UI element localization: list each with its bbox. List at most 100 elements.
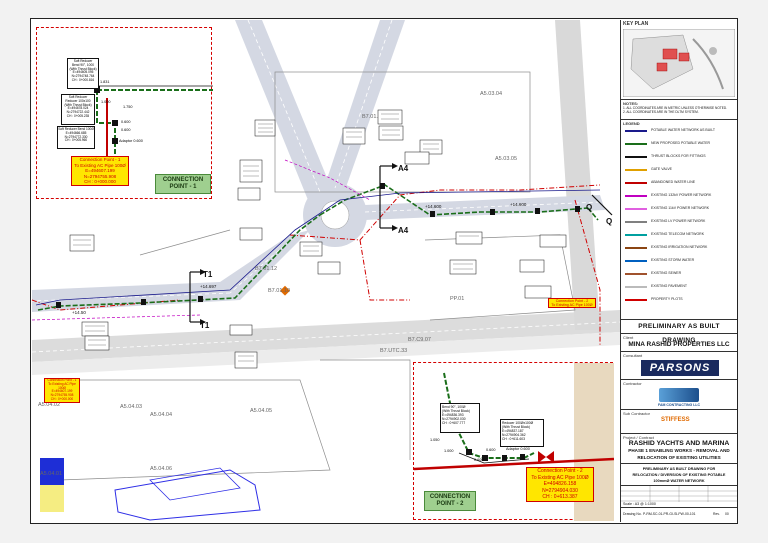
legend-swatch xyxy=(625,273,647,275)
plot-label: A5.04.06 xyxy=(150,466,172,472)
dimension-label: 1.750 xyxy=(123,105,133,109)
legend-swatch xyxy=(625,299,647,301)
connection-point-2-callout: Connection Point - 2 To Existing AC Pipe… xyxy=(548,298,596,309)
legend-item: EXISTING TELECOM NETWORK xyxy=(623,232,735,238)
legend-item: THRUST BLOCKS FOR FITTINGS xyxy=(623,154,735,160)
legend-label: GATE VALVE xyxy=(651,167,673,171)
section-a4-top: A4 xyxy=(398,164,409,173)
drawing-number-block: Drawing No. P-RM-SC-01-PR-GI-SI-PW-00-10… xyxy=(623,512,729,516)
section-q-bottom: Q xyxy=(606,217,612,226)
plot-label: A5.03.05 xyxy=(495,156,517,162)
legend-swatch xyxy=(625,156,647,158)
legend-item: EXISTING PAVEMENT xyxy=(623,284,735,290)
section-a4-bottom: A4 xyxy=(398,226,409,235)
chainage-label: +14.600 xyxy=(510,202,527,207)
legend-item: ABANDONED WATER LINE xyxy=(623,180,735,186)
legend-item: EXISTING 11kV POWER NETWORK xyxy=(623,206,735,212)
legend-swatch xyxy=(625,195,647,197)
plot-label: B7.01.12 xyxy=(255,266,277,272)
legend-item: GATE VALVE xyxy=(623,167,735,173)
plot-label: B7.UTC.33 xyxy=(380,348,407,354)
chainage-label: +14.697 xyxy=(200,284,217,289)
plot-label: A5.04.01 xyxy=(40,471,62,477)
dimension-label: 0.600 xyxy=(486,448,496,452)
connection-point-1-coords: Connection Point - 1 To Existing AC Pipe… xyxy=(71,156,129,186)
plot-label: A5.04.02 xyxy=(38,402,60,408)
consultant-block: Consultant PARSONS xyxy=(621,352,737,380)
legend-swatch xyxy=(625,143,647,145)
dimension-label: 1.000 xyxy=(101,100,111,104)
connection-point-2-inset: Bend 90°, 100Ø(With Thrust Block)E=49483… xyxy=(413,362,614,521)
dimension-label: 0.600 xyxy=(474,458,484,462)
note-item: 2. ALL COORDINATES ARE IN THE DLTM SYSTE… xyxy=(623,110,699,115)
plot-label: B7.01.13 xyxy=(362,114,384,120)
connection-point-1-callout: Connection Point - 1 To Existing AC Pipe… xyxy=(44,378,80,403)
legend-swatch xyxy=(625,234,647,236)
legend-swatch xyxy=(625,208,647,210)
legend-label: EXISTING 132kV POWER NETWORK xyxy=(651,193,712,197)
dimension-label: Adaptor 0.600 xyxy=(119,139,143,143)
connection-point-2-coords: Connection Point - 2 To Existing AC Pipe… xyxy=(526,467,594,502)
legend-item: PROPERTY PLOTS xyxy=(623,297,735,303)
dimension-label: 1.000 xyxy=(444,449,454,453)
legend-label: EXISTING IRRIGATION NETWORK xyxy=(651,245,708,249)
title-text-block: PRELIMINARY AS BUILT DRAWING FOR RELOCAT… xyxy=(621,464,737,486)
subcontractor-block: Sub Contractor STIFFESS xyxy=(621,410,737,434)
parsons-logo: PARSONS xyxy=(641,360,719,376)
project-block: Project / Contract RASHID YACHTS AND MAR… xyxy=(621,434,737,464)
dimension-label: 0.600 xyxy=(121,128,131,132)
key-plan: KEY PLAN xyxy=(621,20,737,100)
legend-swatch xyxy=(625,260,647,262)
section-t1-bottom: T1 xyxy=(200,321,210,330)
legend-swatch xyxy=(625,286,647,288)
note-item: 1. ALL COORDINATES ARE IN METRIC UNLESS … xyxy=(623,106,728,110)
legend-label: EXISTING SEWER xyxy=(651,271,682,275)
dimension-label: Adaptor 0.600 xyxy=(506,447,530,451)
legend-item: EXISTING LV POWER NETWORK xyxy=(623,219,735,225)
legend-item: POTABLE WATER NETWORK AS BUILT xyxy=(623,128,735,134)
legend-label: EXISTING 11kV POWER NETWORK xyxy=(651,206,710,210)
legend-swatch xyxy=(625,221,647,223)
legend-label: ABANDONED WATER LINE xyxy=(651,180,696,184)
legend-item: EXISTING STORM WATER xyxy=(623,258,735,264)
signature-grid: Scale : A3 @ 1:1000 xyxy=(621,486,737,508)
legend-swatch xyxy=(625,130,647,132)
plot-label: A5.03.04 xyxy=(480,91,502,97)
title-block: KEY PLAN NOTES: 1. ALL COORDINATES ARE I… xyxy=(620,20,737,522)
chainage-label: +14.50 xyxy=(72,310,86,315)
legend-swatch xyxy=(625,247,647,249)
fitting-tag: Bend 90°, 100Ø(With Thrust Block)E=49483… xyxy=(440,403,480,433)
client-block: Client MINA RASHID PROPERTIES LLC xyxy=(621,334,737,352)
chainage-label: +14.600 xyxy=(425,204,442,209)
stamp: PRELIMINARY AS BUILT DRAWING xyxy=(621,320,737,344)
legend-label: EXISTING STORM WATER xyxy=(651,258,695,262)
plot-label: B7.C9.07 xyxy=(408,337,431,343)
dimension-label: 1.050 xyxy=(430,438,440,442)
legend-item: NEW PROPOSED POTABLE WATER xyxy=(623,141,735,147)
legend-swatch xyxy=(625,169,647,171)
legend-label: PROPERTY PLOTS xyxy=(651,297,683,301)
legend-label: EXISTING PAVEMENT xyxy=(651,284,688,288)
fam-logo xyxy=(659,388,699,402)
plot-label: A5.04.05 xyxy=(250,408,272,414)
section-t1-top: T1 xyxy=(203,270,213,279)
fitting-tag: Reducer 100Øx100Ø(With Thrust Block)E=49… xyxy=(500,419,544,447)
legend-item: EXISTING IRRIGATION NETWORK xyxy=(623,245,735,251)
legend-label: POTABLE WATER NETWORK AS BUILT xyxy=(651,128,716,132)
legend-item: EXISTING 132kV POWER NETWORK xyxy=(623,193,735,199)
legend-label: EXISTING TELECOM NETWORK xyxy=(651,232,705,236)
dimension-label: 0.600 xyxy=(121,120,131,124)
plot-label: A5.04.04 xyxy=(150,412,172,418)
section-q-top: Q xyxy=(586,203,592,212)
contractor-block: Contractor FAM CONTRACTING LLC xyxy=(621,380,737,410)
connection-point-2-label: CONNECTION POINT - 2 xyxy=(424,491,476,511)
plot-label: A5.04.03 xyxy=(120,404,142,410)
legend-swatch xyxy=(625,182,647,184)
legend-label: NEW PROPOSED POTABLE WATER xyxy=(651,141,711,145)
plot-label: PP.01 xyxy=(450,296,464,302)
connection-point-1-label: CONNECTION POINT - 1 xyxy=(155,174,211,194)
legend-item: EXISTING SEWER xyxy=(623,271,735,277)
